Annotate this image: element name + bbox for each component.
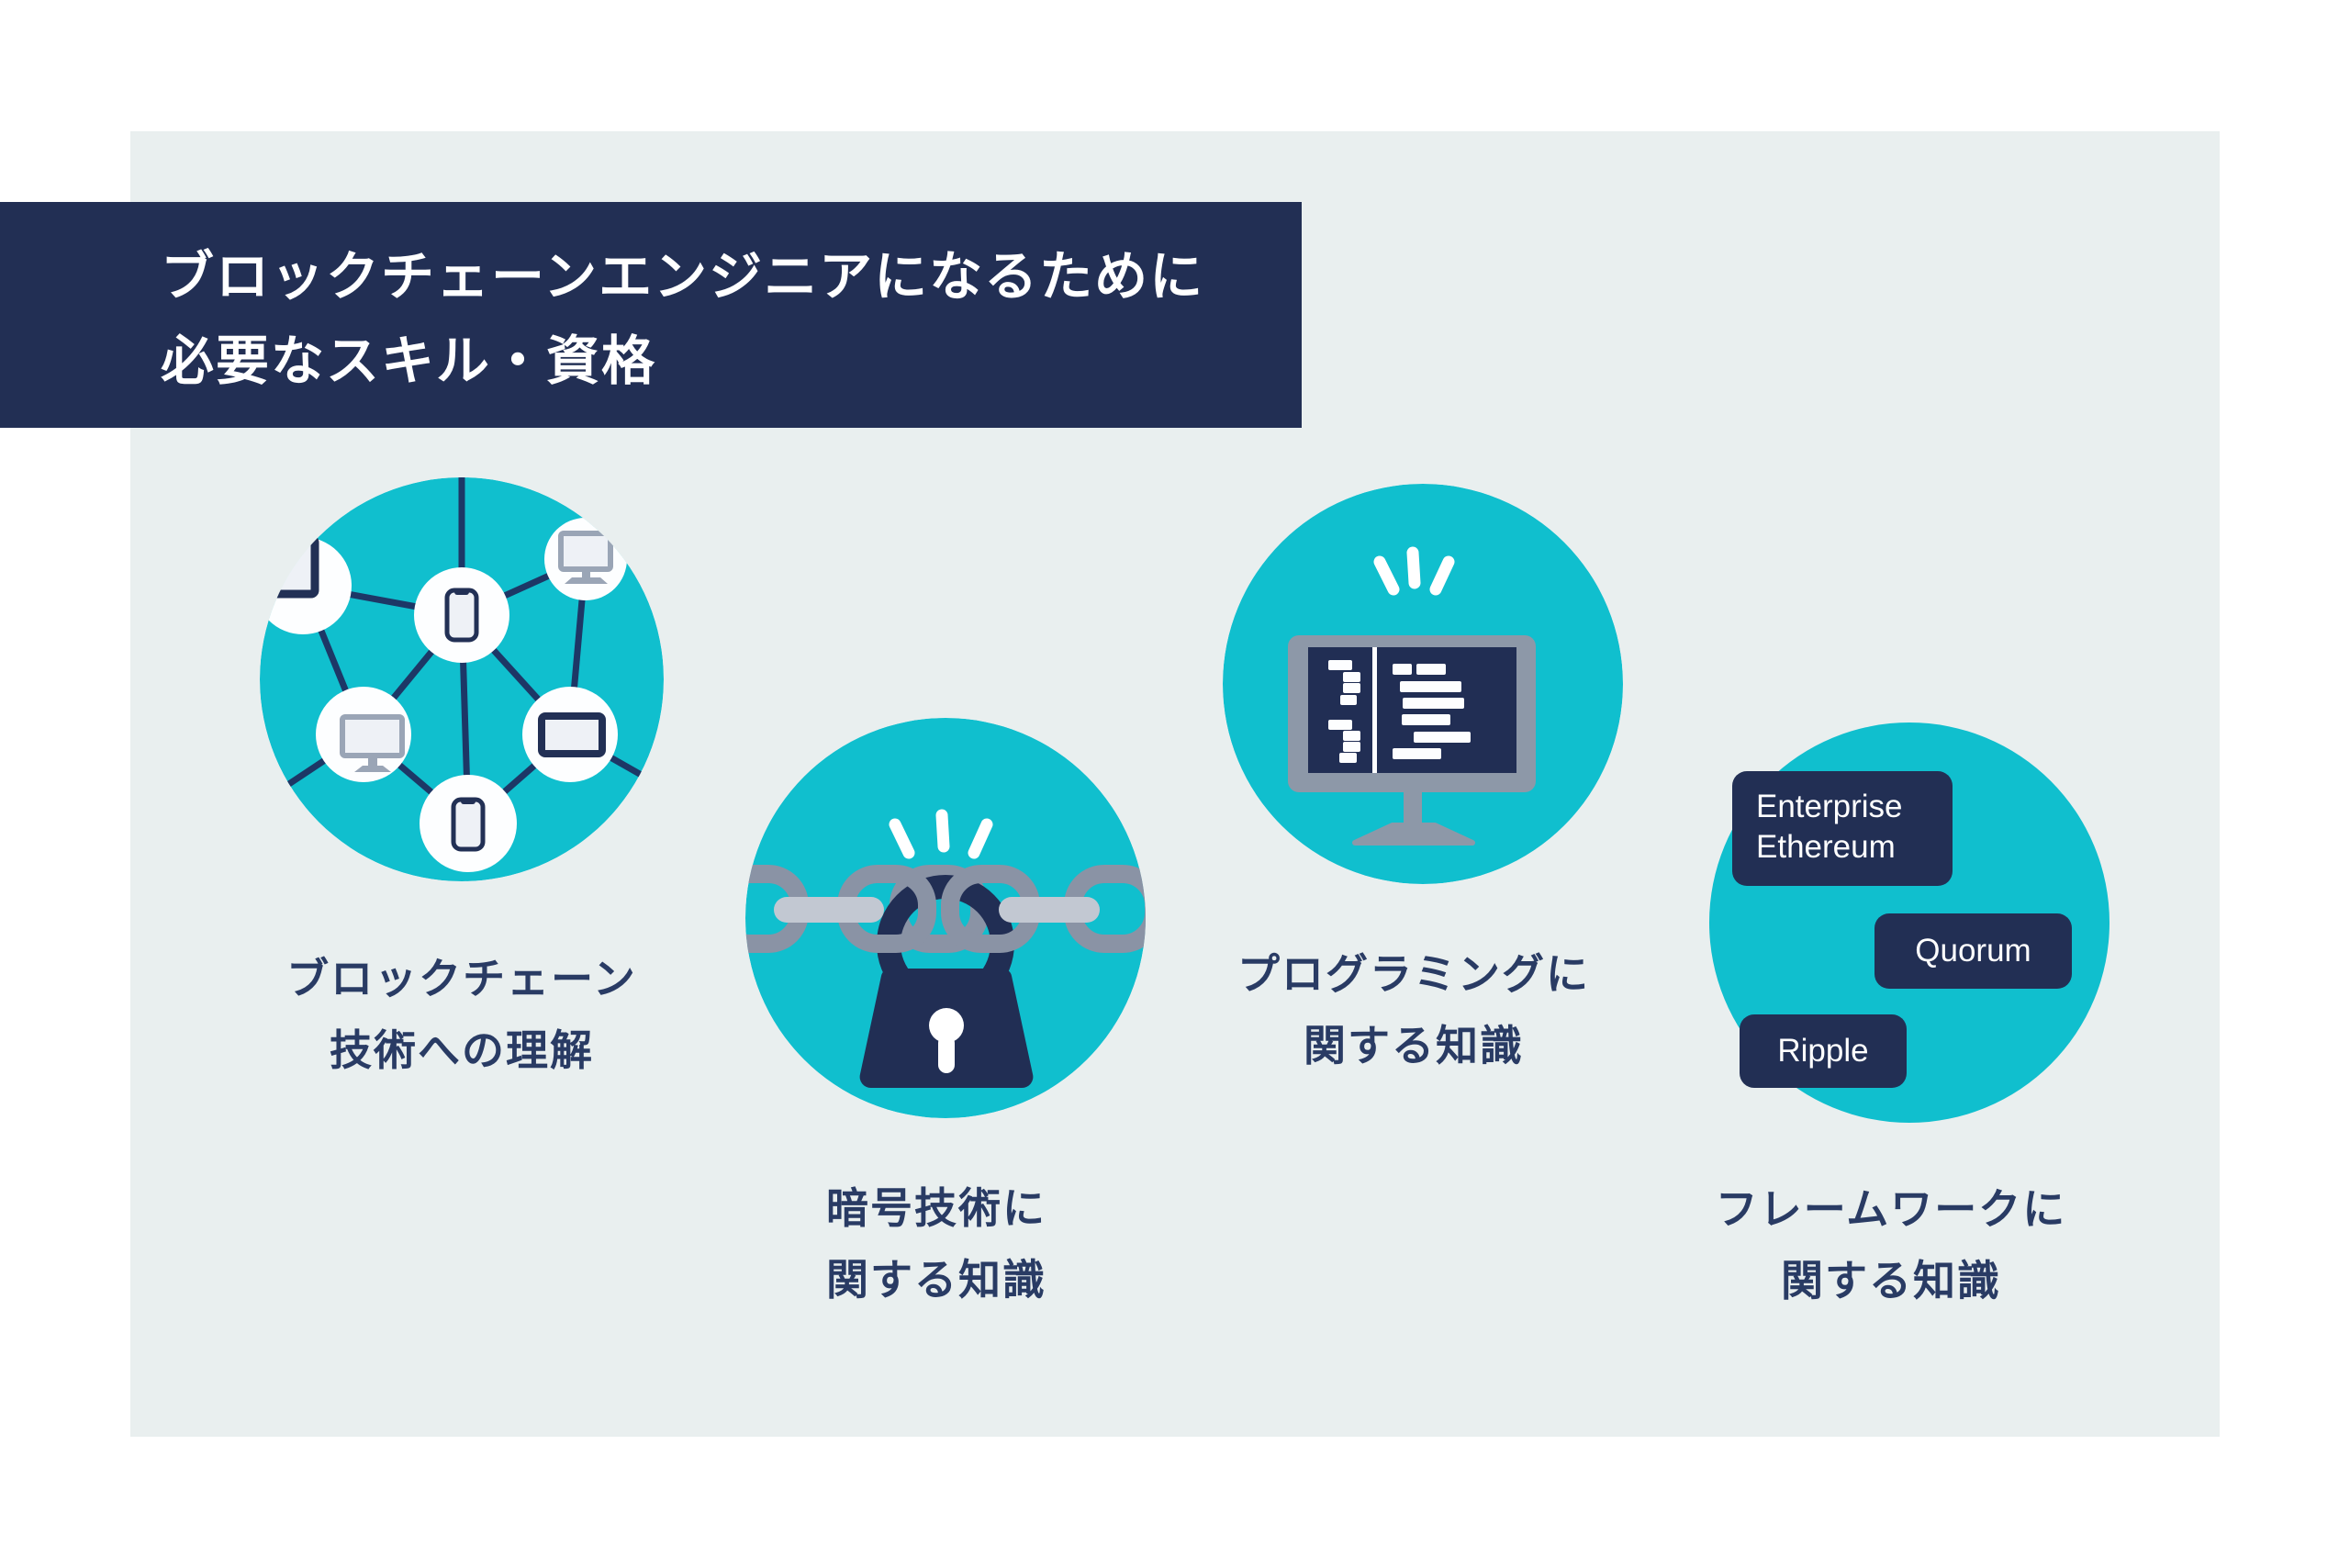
tag-text: Ripple bbox=[1777, 1033, 1869, 1069]
skill-label-line1: フレームワークに bbox=[1715, 1185, 2067, 1233]
framework-tag-ripple: Ripple bbox=[1740, 1014, 1907, 1088]
monitor bbox=[1288, 635, 1536, 846]
title-banner: ブロックチェーンエンジニアになるために 必要なスキル・資格 bbox=[0, 202, 1302, 428]
page-title: ブロックチェーンエンジニアになるために 必要なスキル・資格 bbox=[161, 235, 1204, 404]
page-title-line2: 必要なスキル・資格 bbox=[161, 331, 657, 391]
skill-label-line2: 関する知識 bbox=[826, 1256, 1046, 1304]
node-monitor-icon bbox=[544, 518, 627, 600]
padlock-body bbox=[859, 968, 1034, 1089]
node-smartphone-icon bbox=[414, 567, 509, 663]
node-tablet-icon bbox=[522, 687, 618, 782]
skill-label-line2: 関する知識 bbox=[1781, 1257, 2001, 1305]
skill-label-line1: プログラミングに bbox=[1237, 950, 1590, 998]
skill-label-line1: ブロックチェーン bbox=[286, 955, 637, 1002]
tag-text: Quorum bbox=[1915, 933, 2031, 969]
keyhole bbox=[929, 1008, 964, 1043]
chain-padlock-icon bbox=[745, 718, 1146, 1118]
skill-label-cryptography: 暗号技術に 関する知識 bbox=[707, 1172, 1166, 1316]
skill-label-line2: 技術への理解 bbox=[330, 1026, 594, 1074]
emphasis-spark-icon bbox=[889, 809, 993, 859]
skill-label-line1: 暗号技術に bbox=[826, 1184, 1046, 1232]
node-smartphone-icon bbox=[420, 775, 517, 872]
network-devices-icon bbox=[260, 477, 664, 881]
framework-tags-icon: Enterprise Ethereum Quorum Ripple bbox=[1709, 722, 2109, 1123]
framework-tag-quorum: Quorum bbox=[1874, 913, 2072, 989]
skill-label-blockchain: ブロックチェーン 技術への理解 bbox=[232, 943, 691, 1086]
skill-label-framework: フレームワークに 関する知識 bbox=[1662, 1173, 2121, 1316]
emphasis-spark-icon bbox=[1373, 546, 1455, 596]
page-title-line1: ブロックチェーンエンジニアになるために bbox=[161, 247, 1205, 307]
code-lines bbox=[1328, 660, 1471, 763]
tag-text-line2: Ethereum bbox=[1756, 829, 1896, 865]
skill-label-line2: 関する知識 bbox=[1304, 1022, 1524, 1070]
tag-text-line1: Enterprise bbox=[1756, 789, 1903, 824]
code-monitor-icon bbox=[1223, 484, 1623, 884]
framework-tag-enterprise-ethereum: Enterprise Ethereum bbox=[1732, 771, 1953, 886]
skill-label-programming: プログラミングに 関する知識 bbox=[1184, 938, 1643, 1081]
node-monitor-icon bbox=[316, 687, 411, 782]
